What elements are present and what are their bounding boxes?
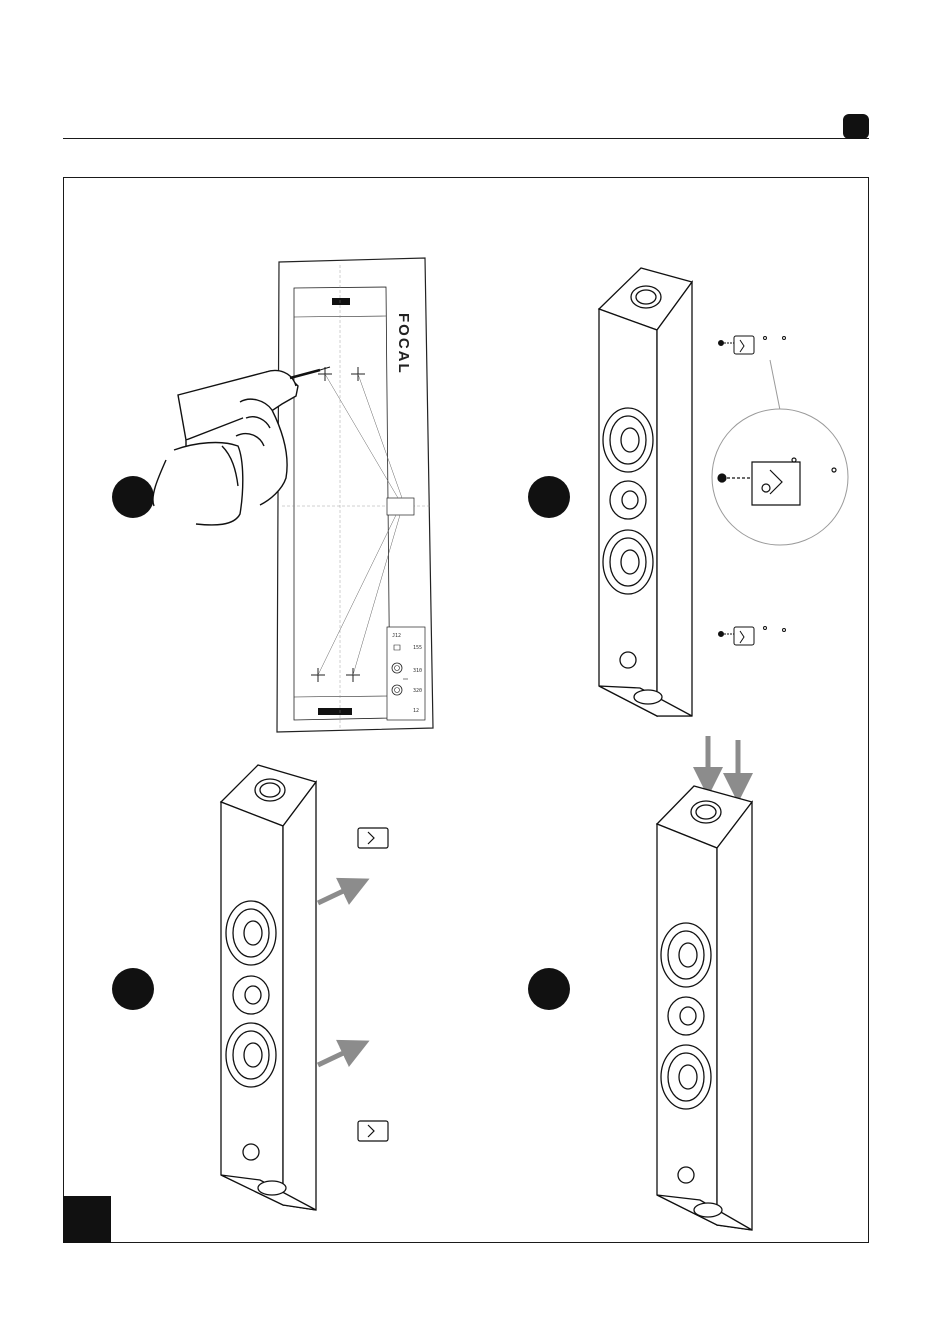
step-marker-3 [112, 968, 154, 1010]
step-marker-4 [528, 968, 570, 1010]
template-dim-d: 12 [413, 708, 419, 714]
template-dim-a: 155 [413, 645, 422, 651]
instruction-frame [63, 177, 869, 1243]
step-marker-2 [528, 476, 570, 518]
template-dim-b: 310 [413, 668, 422, 674]
focal-logo: FOCAL [395, 313, 412, 375]
section-badge [843, 114, 869, 139]
template-dim-c: 320 [413, 688, 422, 694]
template-label-top: J12 [392, 633, 401, 639]
header-rule [63, 138, 869, 139]
page-number-tab [63, 1196, 111, 1243]
step-marker-1 [112, 476, 154, 518]
